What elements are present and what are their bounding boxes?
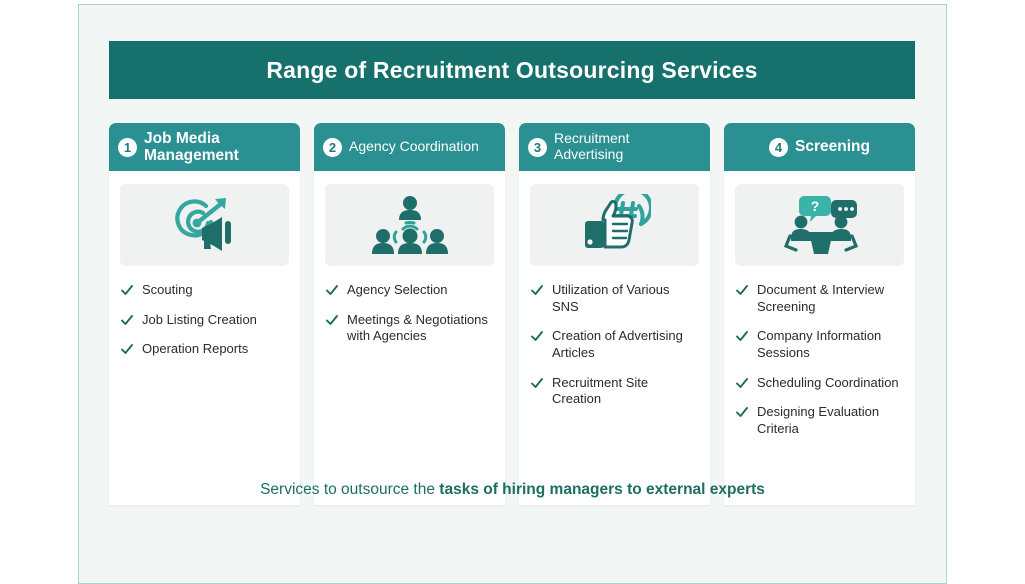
column-3: 3 Recruitment Advertising: [519, 123, 710, 505]
list-item: Agency Selection: [325, 282, 494, 299]
column-title-3: Recruitment Advertising: [554, 130, 630, 162]
check-icon: [736, 331, 748, 342]
check-icon: [736, 285, 748, 295]
list-item: Creation of Advertising Articles: [530, 328, 699, 361]
list-item: Operation Reports: [120, 341, 289, 358]
list-item: Document & Interview Screening: [735, 282, 904, 315]
list-item: Utilization of Various SNS: [530, 282, 699, 315]
footer-emphasis: tasks of hiring managers to external exp…: [439, 481, 765, 498]
list-item-label: Job Listing Creation: [142, 311, 257, 327]
step-number-badge-4: 4: [769, 137, 789, 157]
list-item: Meetings & Negotiations with Agencies: [325, 312, 494, 345]
list-item-label: Creation of Advertising Articles: [552, 328, 683, 360]
column-header-1[interactable]: 1 Job Media Management: [109, 123, 300, 171]
list-item: Scouting: [120, 282, 289, 299]
column-4: 4 Screening ?: [724, 123, 915, 505]
bullet-list-4: Document & Interview Screening Company I…: [735, 282, 904, 437]
step-number-badge-1: 1: [118, 137, 137, 157]
column-1: 1 Job Media Management: [109, 123, 300, 505]
svg-text:?: ?: [810, 198, 819, 214]
column-header-4[interactable]: 4 Screening: [724, 123, 915, 171]
column-card-2: Agency Selection Meetings & Negotiations…: [314, 171, 505, 505]
check-icon: [326, 314, 338, 325]
columns-grid: 1 Job Media Management: [109, 123, 919, 505]
list-item-label: Scouting: [142, 282, 193, 297]
thumbs-up-hashtag-icon: [584, 194, 651, 249]
list-item: Job Listing Creation: [120, 312, 289, 329]
list-item-label: Operation Reports: [142, 341, 249, 357]
column-card-3: Utilization of Various SNS Creation of A…: [519, 171, 710, 505]
bullet-list-1: Scouting Job Listing Creation Operation …: [120, 282, 289, 358]
icon-panel-3: [530, 184, 699, 266]
footer-caption: Services to outsource the tasks of hirin…: [79, 481, 946, 499]
list-item-label: Company Information Sessions: [757, 328, 882, 360]
list-item-label: Scheduling Coordination: [757, 374, 899, 390]
step-number-badge-3: 3: [528, 137, 547, 157]
icon-panel-4: ?: [735, 184, 904, 266]
footer-lead: Services to outsource the: [260, 481, 440, 498]
column-card-4: ?: [724, 171, 915, 505]
slide-panel: Range of Recruitment Outsourcing Service…: [78, 4, 947, 584]
list-item-label: Designing Evaluation Criteria: [757, 404, 880, 436]
check-icon: [736, 377, 748, 388]
interview-icon: ?: [783, 196, 858, 254]
title-bar: Range of Recruitment Outsourcing Service…: [109, 41, 915, 99]
page-title: Range of Recruitment Outsourcing Service…: [266, 56, 758, 83]
list-item-label: Utilization of Various SNS: [552, 282, 670, 314]
column-title-4: Screening: [795, 138, 870, 156]
bullet-list-3: Utilization of Various SNS Creation of A…: [530, 282, 699, 408]
list-item: Company Information Sessions: [735, 328, 904, 361]
list-item-label: Recruitment Site Creation: [552, 374, 649, 407]
column-header-3[interactable]: 3 Recruitment Advertising: [519, 123, 710, 171]
target-megaphone-icon: [174, 198, 231, 251]
list-item: Scheduling Coordination: [735, 375, 904, 392]
icon-panel-2: [325, 184, 494, 266]
bullet-list-2: Agency Selection Meetings & Negotiations…: [325, 282, 494, 345]
check-icon: [121, 285, 133, 295]
check-icon: [326, 285, 338, 295]
check-icon: [736, 407, 748, 418]
people-network-icon: [371, 196, 448, 254]
check-icon: [531, 331, 543, 342]
list-item: Designing Evaluation Criteria: [735, 404, 904, 437]
list-item: Recruitment Site Creation: [530, 375, 699, 408]
list-item-label: Meetings & Negotiations with Agencies: [347, 311, 488, 344]
check-icon: [121, 344, 133, 355]
column-title-2: Agency Coordination: [349, 138, 479, 155]
check-icon: [531, 377, 543, 388]
column-header-2[interactable]: 2 Agency Coordination: [314, 123, 505, 171]
column-title-1: Job Media Management: [144, 129, 239, 164]
list-item-label: Document & Interview Screening: [757, 282, 885, 314]
check-icon: [121, 314, 133, 325]
list-item-label: Agency Selection: [347, 282, 448, 297]
column-card-1: Scouting Job Listing Creation Operation …: [109, 171, 300, 505]
column-2: 2 Agency Coordination: [314, 123, 505, 505]
check-icon: [531, 285, 543, 295]
step-number-badge-2: 2: [323, 137, 342, 157]
icon-panel-1: [120, 184, 289, 266]
